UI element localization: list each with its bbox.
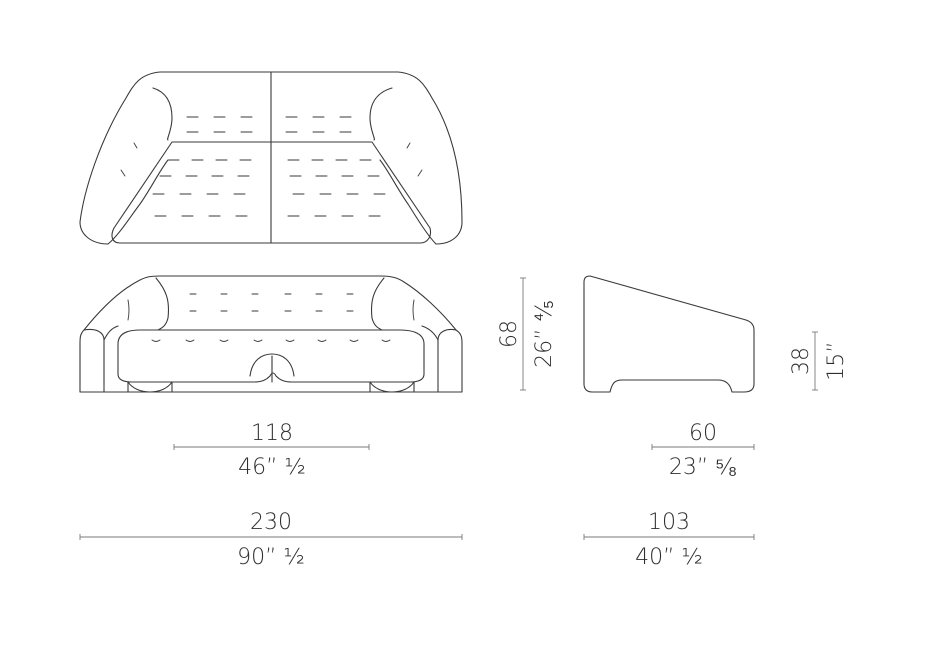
total-width-cm: 230 xyxy=(250,510,292,535)
front-view-seat xyxy=(117,329,425,383)
dimension-labels: 118 46” ½ 230 90” ½ 60 23” ⁵⁄₈ 103 40” ½… xyxy=(237,300,849,570)
seat-width-in: 46” ½ xyxy=(238,455,306,480)
seat-height-in: 15” xyxy=(824,341,849,380)
top-view-right-arm xyxy=(369,87,437,245)
front-view xyxy=(79,275,463,393)
front-view-base xyxy=(103,381,439,393)
total-depth-cm: 103 xyxy=(648,510,690,535)
front-view-seat-tufting xyxy=(127,299,415,342)
total-depth-in: 40” ½ xyxy=(635,545,703,570)
top-view xyxy=(79,71,463,245)
height-cm: 68 xyxy=(497,320,522,348)
front-view-feet xyxy=(127,381,415,393)
front-view-backrest xyxy=(83,275,457,331)
front-view-right-arm-inner xyxy=(370,277,439,341)
side-view xyxy=(583,275,755,393)
front-view-tufting xyxy=(189,293,354,312)
top-view-arm-stitches xyxy=(120,142,423,177)
seat-depth-in: 23” ⁵⁄₈ xyxy=(669,455,737,480)
dimension-lines xyxy=(79,277,818,540)
side-view-outline xyxy=(583,275,755,393)
top-view-left-arm xyxy=(107,87,173,245)
top-view-outline xyxy=(79,71,463,245)
top-view-seat xyxy=(111,141,432,244)
front-view-left-arm xyxy=(79,328,105,393)
height-in: 26” ⁴⁄₅ xyxy=(532,300,557,368)
seat-width-cm: 118 xyxy=(251,421,293,446)
front-view-left-arm-inner xyxy=(103,277,170,341)
seat-depth-cm: 60 xyxy=(689,421,717,446)
seat-height-cm: 38 xyxy=(789,347,814,375)
front-view-seat-split xyxy=(249,353,295,377)
front-view-right-arm xyxy=(437,328,463,393)
total-width-in: 90” ½ xyxy=(237,545,305,570)
top-view-tufting xyxy=(152,116,386,217)
